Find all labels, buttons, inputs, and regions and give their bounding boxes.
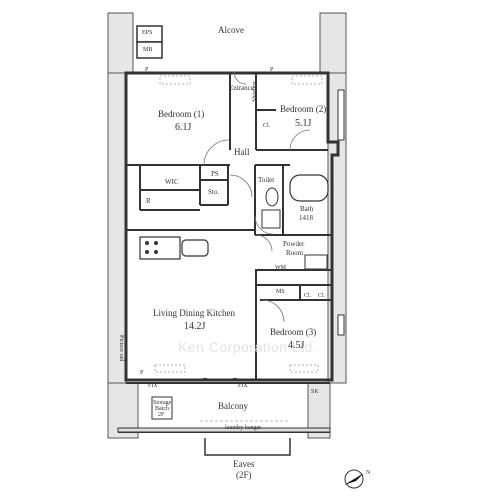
kitchen — [139, 236, 209, 260]
wic-label: WIC — [165, 178, 179, 186]
room-size-bedroom2: 5.1J — [295, 118, 312, 129]
room-size-bedroom1: 6.1J — [175, 122, 192, 133]
room-label-ldk: Living Dining Kitchen — [153, 308, 235, 318]
balcony-railing — [117, 427, 331, 433]
room-label-bath: Bath — [300, 205, 314, 213]
ps-label: PS — [211, 170, 219, 178]
compass-label: N — [366, 470, 371, 476]
stove-burners — [145, 241, 158, 254]
room-label-powder-1: Powder — [283, 240, 305, 248]
closet-label-2: Cl. — [304, 293, 312, 299]
room-label-eaves-floor: (2F) — [236, 470, 252, 480]
eaves-outline — [204, 438, 291, 456]
room-label-entrance: Entrance — [229, 84, 254, 92]
compass-icon — [344, 469, 364, 489]
mb-label: MB — [143, 47, 153, 53]
room-label-balcony: Balcony — [218, 401, 248, 411]
room-size-bedroom3: 4.5J — [288, 340, 305, 351]
room-label-alcove: Alcove — [218, 25, 244, 35]
bathtub — [289, 174, 329, 202]
room-label-eaves: Eaves — [233, 459, 255, 469]
p-label-top-left: P — [145, 67, 149, 73]
windows — [337, 89, 345, 336]
room-size-bath: 1418 — [299, 214, 313, 222]
watermark: Ken Corporation Ltd. — [178, 339, 318, 355]
washing-machine — [261, 209, 281, 229]
sk-label: SK — [311, 389, 319, 395]
room-label-powder-2: Room — [286, 249, 304, 257]
room-label-bedroom2: Bedroom (2) — [280, 104, 327, 114]
shaded-structure — [107, 12, 347, 439]
exterior-walls — [124, 71, 340, 382]
room-size-ldk: 14.2J — [184, 321, 206, 332]
door-swings — [203, 71, 311, 323]
p-label-top-right: P — [270, 67, 274, 73]
picture-rail-label: Picture rail — [118, 335, 124, 362]
toilet-fixture — [265, 187, 279, 207]
sliding-window-marks — [203, 378, 237, 381]
r-label: R — [146, 197, 151, 205]
sto-label: Sto. — [208, 188, 220, 196]
eps-mb-boxes — [136, 25, 163, 59]
room-label-hall: Hall — [234, 147, 250, 157]
washbasin — [304, 254, 328, 270]
closet-label-3: Cl. — [318, 293, 326, 299]
wm-label: WM — [275, 265, 286, 271]
room-label-toilet: Toilet — [258, 176, 275, 184]
laundry-hanger-label: laundry hanger — [225, 425, 262, 431]
interior-walls — [126, 73, 332, 380]
eps-label: EPS — [142, 30, 153, 36]
closet-label-bedroom2: Cl. — [263, 123, 271, 129]
storage-batch-label-1: Storage — [153, 400, 172, 406]
fix-label-left: FIX — [148, 383, 158, 389]
ms-label: MS — [276, 289, 285, 295]
room-label-bedroom3: Bedroom (3) — [270, 327, 317, 337]
fix-label-right: FIX — [238, 383, 248, 389]
storage-batch-label-3: 2F — [158, 412, 165, 418]
room-label-bedroom1: Bedroom (1) — [158, 109, 205, 119]
p-label-bottom: P — [140, 370, 144, 376]
ceiling-markers — [154, 75, 323, 373]
shoebox-label: Shoebox — [252, 81, 258, 102]
storage-batch-label-2: Batch — [155, 406, 169, 412]
storage-batch-box — [151, 396, 173, 420]
